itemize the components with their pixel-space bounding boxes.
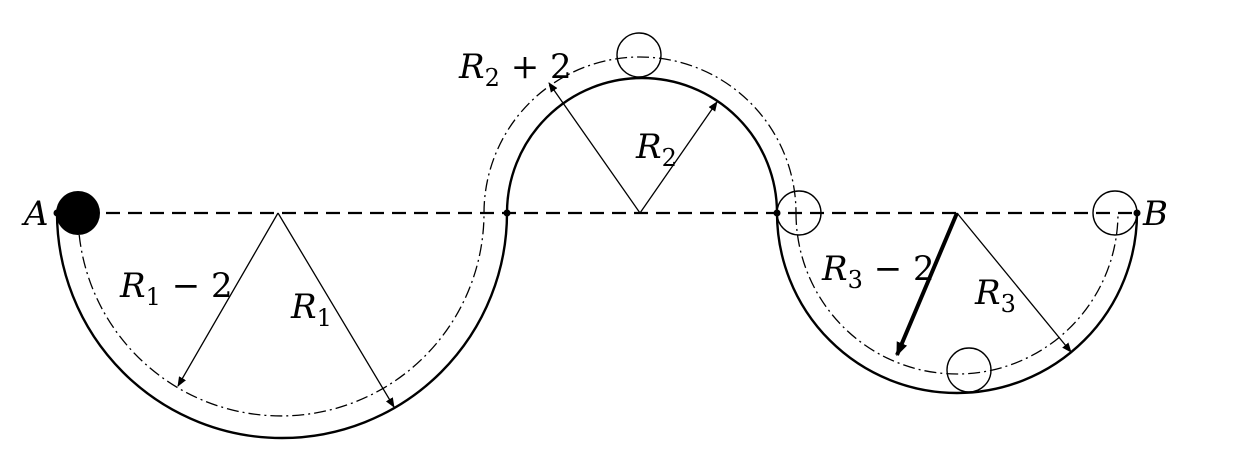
label-r1-minus-2: R1 − 2 [119, 266, 233, 311]
center-path-arc-2 [483, 56, 797, 214]
track-arc-1 [55, 212, 509, 440]
junction-dot-1 [503, 209, 511, 217]
center-path-arc-3 [795, 212, 1119, 375]
radius-arrow-r3-minus-2 [895, 212, 959, 357]
label-r3: R3 [974, 273, 1016, 318]
point-a-label: A [21, 194, 49, 234]
radius-arrow-r2-plus-2 [548, 82, 641, 214]
ball-position-bottom-icon [946, 347, 992, 393]
ball-start-icon [56, 191, 100, 235]
label-r1: R1 [290, 287, 332, 332]
point-b-label: B [1142, 194, 1168, 234]
radius-arrow-r1-minus-2 [177, 212, 279, 387]
track-arc-3 [775, 212, 1139, 395]
track-arc-2 [505, 76, 779, 214]
radius-arrow-r1 [277, 212, 395, 408]
label-r2-plus-2: R2 + 2 [458, 47, 572, 92]
center-path-arc-1 [77, 212, 485, 417]
radius-arrow-r2 [639, 101, 718, 214]
ball-position-junction-icon [776, 190, 822, 236]
radius-arrow-r3 [956, 212, 1072, 353]
label-r3-minus-2: R3 − 2 [821, 249, 935, 294]
ball-position-end-icon [1092, 190, 1138, 236]
label-r2: R2 [635, 127, 677, 172]
ball-position-top-icon [616, 32, 662, 78]
